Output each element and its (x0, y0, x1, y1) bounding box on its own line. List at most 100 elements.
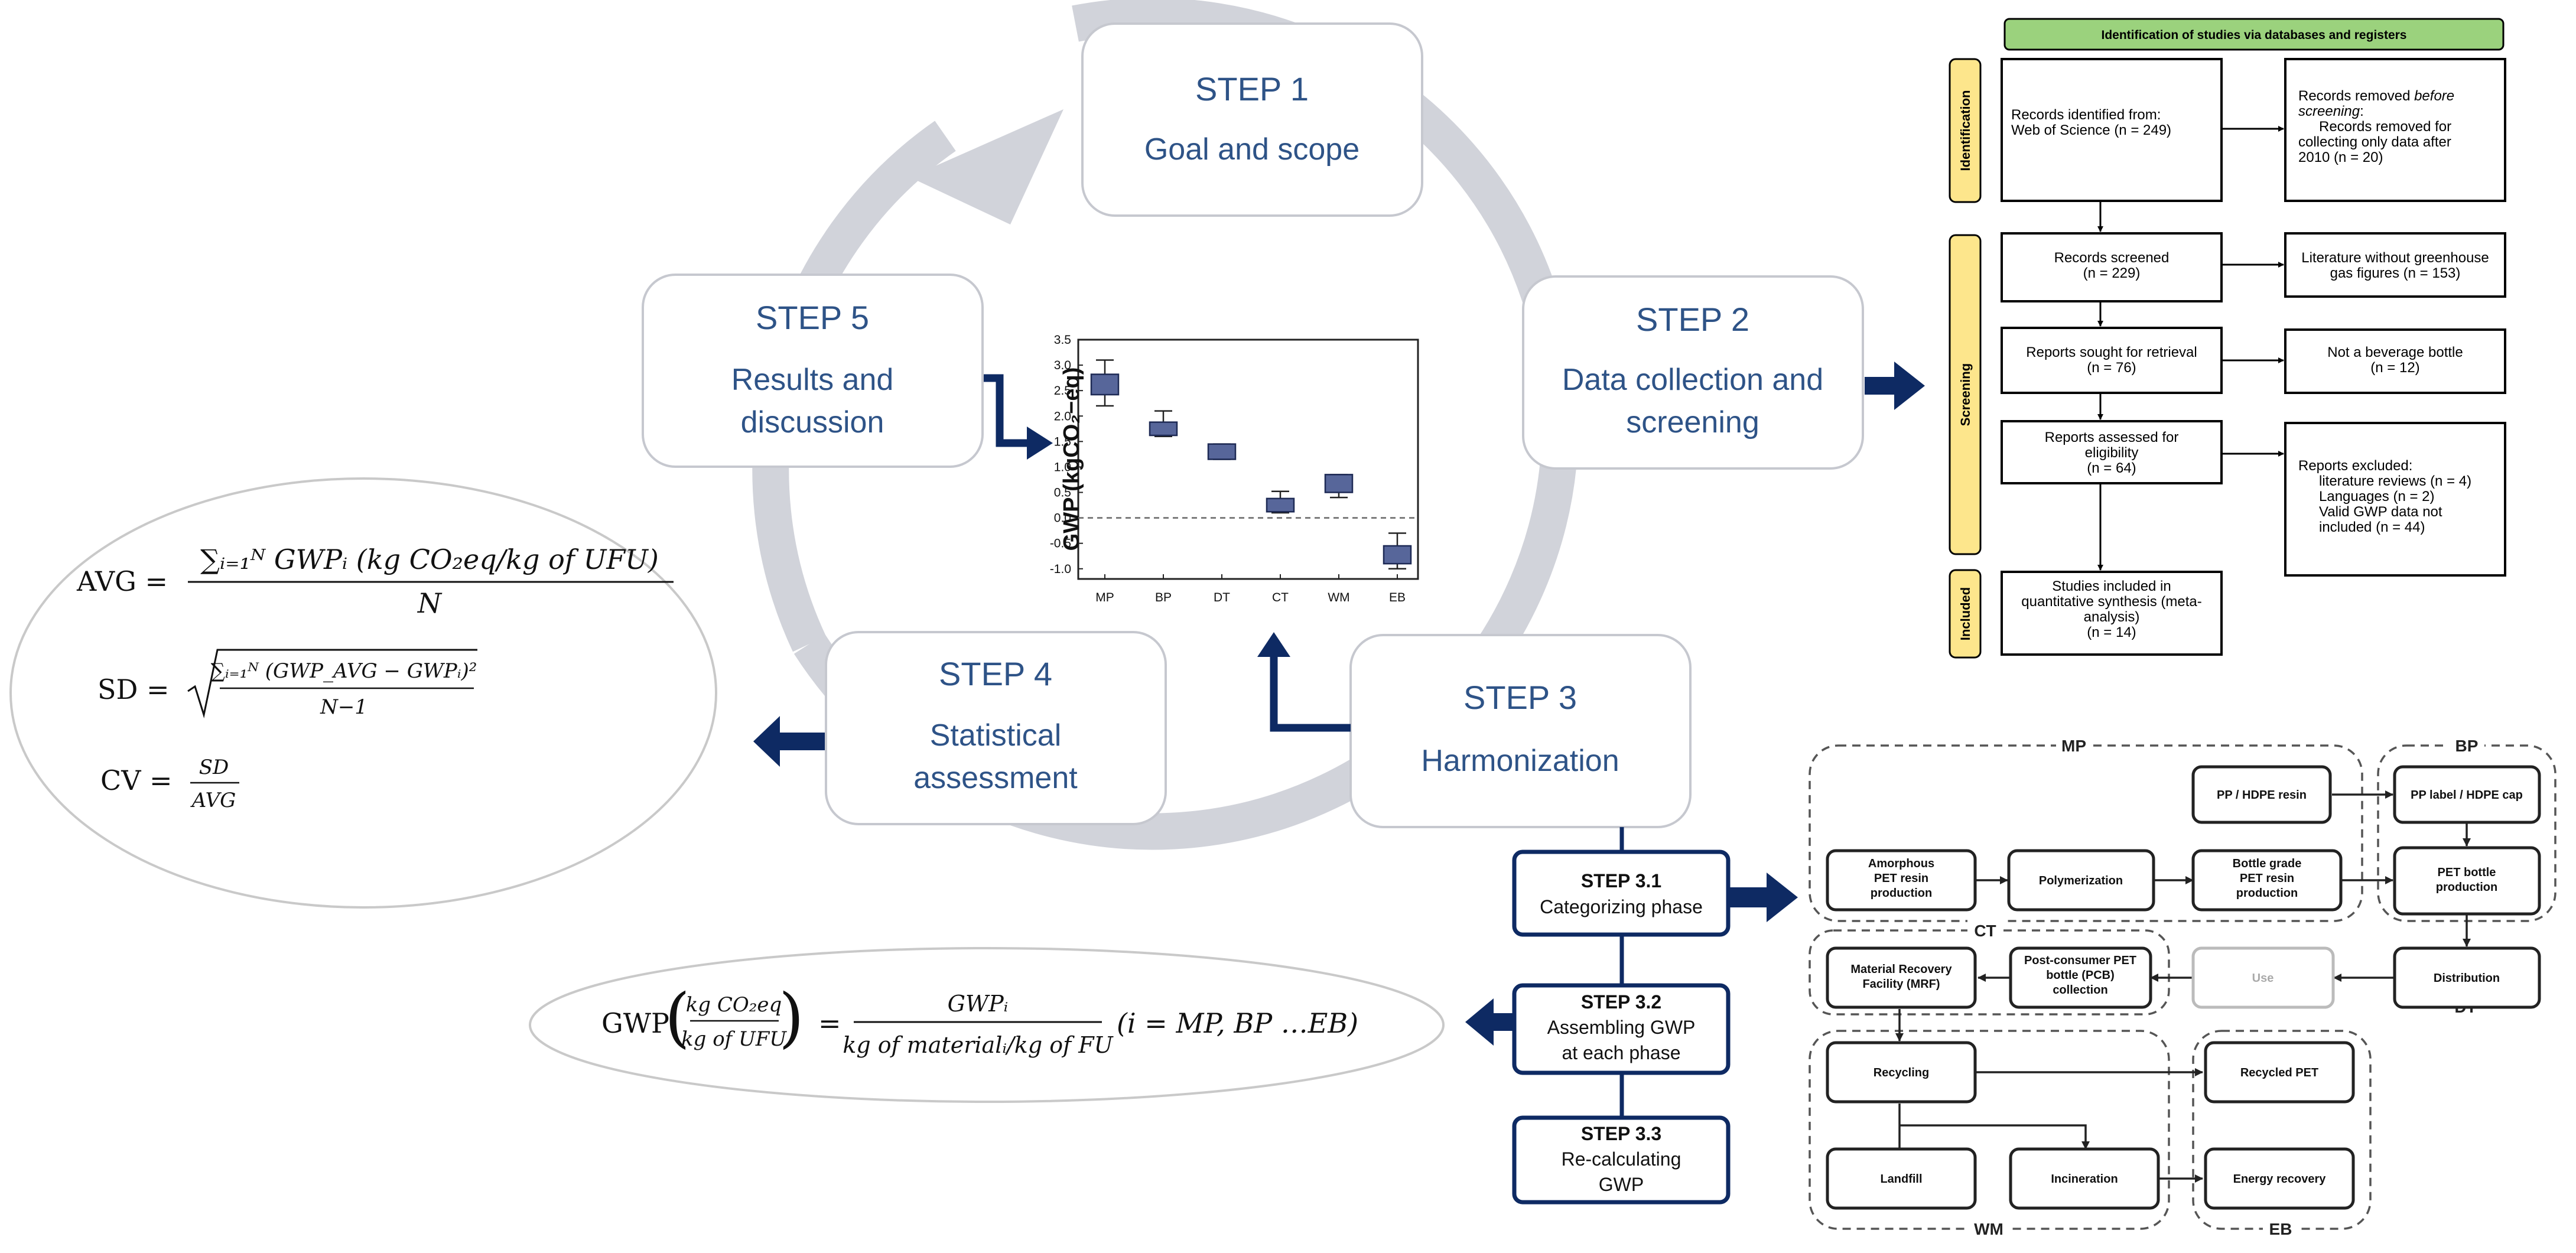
node-use (2191, 946, 2335, 1009)
prisma-reports-excluded-line2: literature reviews (n = 4) (2319, 473, 2471, 489)
node-landfill-text: Landfill (1880, 1173, 1922, 1186)
prisma-header (2003, 18, 2505, 51)
step-1-label: Goal and scope (1144, 132, 1359, 167)
node-energy-recovery (2204, 1147, 2355, 1210)
x-tick-label: MP (1095, 591, 1114, 604)
gwp-paren-denominator: kg of UFU (681, 1027, 787, 1051)
node-mrf-line2: Facility (MRF) (1862, 978, 1940, 991)
substep-3-1-title: STEP 3.1 (1581, 870, 1661, 891)
group-eb (2192, 1030, 2372, 1230)
prisma-studies-included-line1: Studies included in (2052, 578, 2171, 594)
gwp-numerator: GWPᵢ (948, 991, 1009, 1017)
prisma-reports-assessed-line1: Reports assessed for (2045, 429, 2179, 445)
prisma-reports-excluded-line5: included (n = 44) (2319, 519, 2425, 535)
node-amorphous-line1: Amorphous (1868, 857, 1934, 870)
avg-lhs: AVG = (76, 565, 168, 597)
step-3-title: STEP 3 (1463, 679, 1577, 716)
substep-3-3-label-line1: Re-calculating (1562, 1148, 1681, 1170)
group-bp-label: BP (2455, 737, 2479, 755)
y-tick-label: -0.5 (1050, 537, 1071, 551)
x-tick-label: CT (1272, 591, 1289, 604)
node-incineration (2009, 1147, 2160, 1210)
substep-3-3-box: STEP 3.3 Re-calculating GWP (1512, 1115, 1731, 1205)
step-5-box: STEP 5 Results and discussion (642, 274, 984, 468)
prisma-not-beverage-line2: (n = 12) (2370, 360, 2419, 376)
prisma-side-screening (1949, 234, 1982, 555)
prisma-reports-sought (2001, 327, 2223, 394)
substep-3-2-label-line1: Assembling GWP (1547, 1017, 1696, 1038)
node-pet-bottle-line1: PET bottle (2438, 866, 2496, 879)
step-3-1-to-flow-arrow (1728, 873, 1798, 922)
prisma-records-removed-line4: collecting only data after (2298, 134, 2451, 150)
prisma-reports-assessed-line2: eligibility (2085, 445, 2139, 461)
node-recycled-pet (2204, 1041, 2355, 1104)
x-tick-label: EB (1389, 591, 1406, 604)
node-pp-hdpe-resin (2191, 765, 2332, 824)
substep-3-2-title: STEP 3.2 (1581, 991, 1661, 1013)
step-2-box: STEP 2 Data collection and screening (1522, 275, 1864, 470)
node-recycled-pet-text: Recycled PET (2240, 1066, 2318, 1079)
node-amorphous-line2: PET resin (1874, 872, 1928, 885)
prisma-studies-included-line4: (n = 14) (2087, 624, 2136, 640)
step-3-box: STEP 3 Harmonization (1349, 634, 1692, 828)
step-4-box: STEP 4 Statistical assessment (825, 631, 1167, 825)
node-recycling-text: Recycling (1874, 1066, 1929, 1079)
node-pet-bottle (2393, 846, 2541, 916)
prisma-reports-excluded-line3: Languages (n = 2) (2319, 489, 2434, 505)
prisma-not-beverage (2284, 328, 2506, 394)
y-tick-label: 0.5 (1054, 486, 1071, 500)
node-polymerization-text: Polymerization (2039, 874, 2123, 887)
step-2-to-prisma-arrow (1865, 362, 1925, 410)
node-pcb (2009, 946, 2152, 1009)
node-recycling (1826, 1041, 1977, 1104)
sd-denominator: N−1 (320, 695, 367, 719)
x-tick-label: BP (1155, 591, 1172, 604)
step-1-title: STEP 1 (1195, 70, 1309, 108)
gwp-equals: = (818, 1007, 841, 1039)
step-4-to-formulas-arrow (753, 716, 825, 767)
node-incineration-text: Incineration (2051, 1173, 2118, 1186)
y-tick-label: -1.0 (1050, 562, 1071, 576)
avg-denominator: N (417, 587, 443, 619)
node-bottle-grade-line3: production (2236, 887, 2298, 900)
prisma-diagram: Identification of studies via databases … (1949, 18, 2506, 659)
box-dt (1207, 443, 1237, 460)
group-mp-label: MP (2061, 737, 2086, 755)
prisma-header-text: Identification of studies via databases … (2102, 28, 2407, 42)
prisma-literature-without (2284, 232, 2506, 298)
gwp-formula: GWP ( kg CO₂eq kg of UFU ) = GWPᵢ kg of … (529, 947, 1445, 1103)
sd-numerator: ∑ᵢ₌₁ᴺ (GWP_AVG − GWPᵢ)² (211, 659, 477, 683)
node-use-text: Use (2252, 972, 2274, 985)
group-eb-label: EB (2269, 1220, 2292, 1238)
flow-connectors (1895, 790, 2471, 1183)
prisma-side-identification-text: Identification (1958, 90, 1973, 171)
prisma-records-identified (2001, 58, 2223, 202)
node-mrf (1826, 946, 1977, 1009)
gwp-denominator: kg of materialᵢ/kg of FU (843, 1032, 1114, 1058)
y-tick-label: 3.0 (1054, 359, 1071, 372)
prisma-side-identification (1949, 58, 1982, 203)
prisma-side-screening-text: Screening (1958, 363, 1973, 426)
step-3-to-chart-arrow (1257, 632, 1351, 732)
prisma-connectors (2097, 126, 2284, 571)
node-amorphous (1826, 849, 1977, 912)
step-5-label-line1: Results and (731, 363, 894, 397)
node-amorphous-line3: production (1871, 887, 1932, 900)
node-energy-recovery-text: Energy recovery (2233, 1173, 2327, 1186)
prisma-literature-without-line1: Literature without greenhouse (2301, 250, 2489, 266)
gwp-paren-open: ( (665, 979, 690, 1055)
prisma-studies-included (2001, 571, 2223, 656)
prisma-not-beverage-line1: Not a beverage bottle (2327, 344, 2463, 360)
avg-numerator: ∑ᵢ₌₁ᴺ GWPᵢ (kg CO₂eq/kg of UFU) (200, 543, 659, 575)
substep-3-2-label-line2: at each phase (1562, 1042, 1680, 1063)
step-4-label-line1: Statistical (930, 718, 1062, 753)
node-pp-label-cap-text: PP label / HDPE cap (2411, 789, 2523, 802)
process-flow: MP BP CT DT WM EB PP / HDP (1809, 735, 2557, 1238)
y-tick-label: 3.5 (1054, 333, 1071, 347)
prisma-records-identified-line2: Web of Science (n = 249) (2011, 122, 2171, 138)
prisma-literature-without-line2: gas figures (n = 153) (2330, 265, 2461, 281)
gwp-boxplot: GWP (kgCO₂−eq) 3.53.02.52.01.51.00.50.0-… (1050, 333, 1419, 604)
step-5-title: STEP 5 (756, 299, 869, 336)
group-ct-label: CT (1974, 922, 1996, 940)
